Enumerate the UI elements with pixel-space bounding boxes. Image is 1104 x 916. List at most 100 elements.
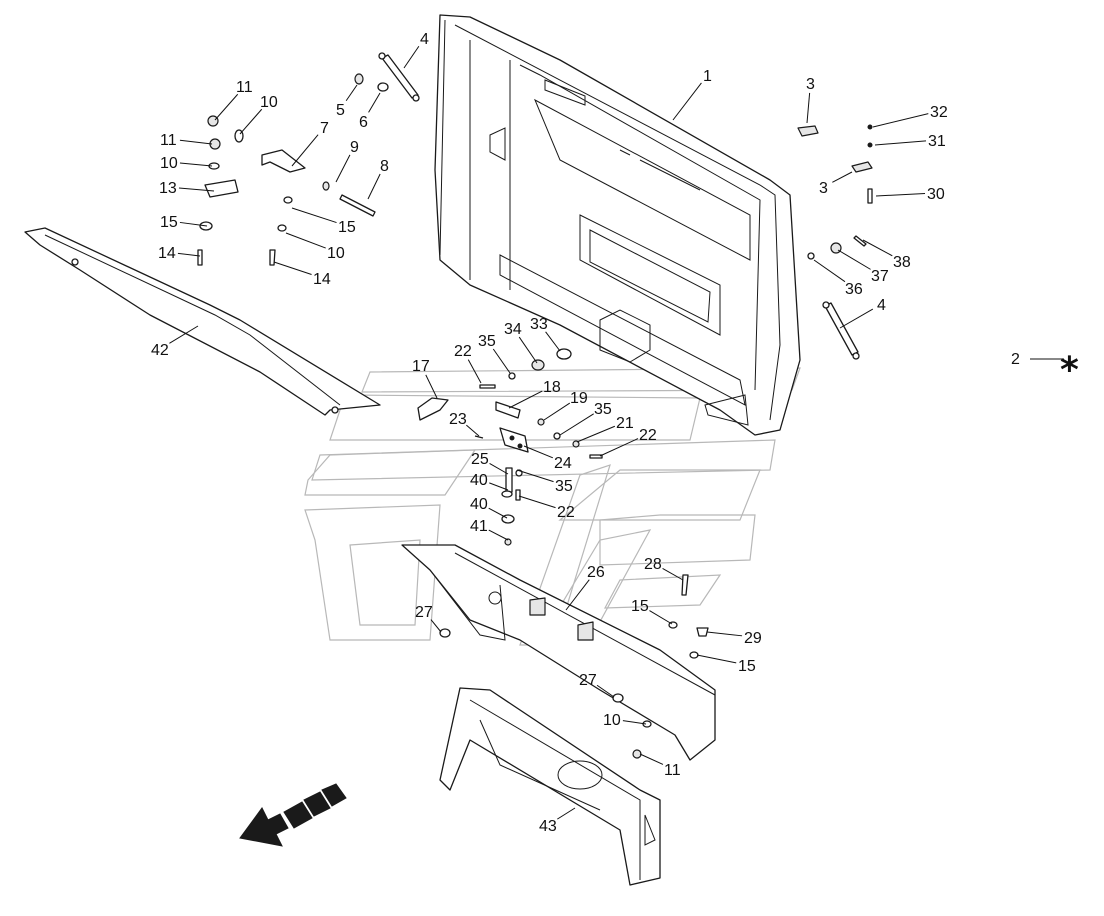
callout-number: 1 bbox=[703, 68, 712, 85]
callout-number: 27 bbox=[415, 604, 433, 621]
callout-c17: 17 bbox=[412, 358, 438, 399]
callout-number: 15 bbox=[631, 598, 649, 615]
callout-number: 24 bbox=[554, 455, 572, 472]
callout-number: 42 bbox=[151, 342, 169, 359]
callout-c27b: 27 bbox=[579, 672, 615, 698]
callout-number: 23 bbox=[449, 411, 467, 428]
callout-c40a: 40 bbox=[470, 472, 509, 491]
callout-c1: 1 bbox=[672, 68, 712, 121]
callout-number: 38 bbox=[893, 254, 911, 271]
leader-line bbox=[837, 249, 871, 270]
callout-c33: 33 bbox=[530, 316, 561, 352]
callout-number: 34 bbox=[504, 321, 522, 338]
gas-strut-lower bbox=[822, 301, 860, 360]
callout-c10c: 10 bbox=[285, 232, 345, 262]
leader-line bbox=[639, 753, 664, 765]
callout-number: 8 bbox=[380, 158, 389, 175]
callout-c28: 28 bbox=[644, 556, 684, 581]
callout-c15c: 15 bbox=[631, 598, 673, 625]
leader-line bbox=[872, 113, 929, 128]
leader-line bbox=[696, 654, 737, 664]
callout-c38: 38 bbox=[862, 239, 911, 271]
callout-number: 10 bbox=[603, 712, 621, 729]
leader-line bbox=[649, 610, 673, 625]
leader-line bbox=[596, 684, 615, 698]
leader-line bbox=[368, 92, 381, 113]
callout-c29: 29 bbox=[706, 630, 762, 647]
callout-c30: 30 bbox=[875, 186, 945, 203]
callout-c4a: 4 bbox=[403, 31, 429, 69]
callout-c35b: 35 bbox=[559, 401, 612, 436]
callout-c42: 42 bbox=[151, 325, 199, 359]
callout-number: 10 bbox=[260, 94, 278, 111]
hinge-bracket-7 bbox=[261, 149, 306, 173]
leader-line bbox=[179, 221, 208, 227]
leader-line bbox=[488, 507, 508, 519]
hood-housing bbox=[434, 14, 801, 436]
callout-number: 4 bbox=[420, 31, 429, 48]
callout-c37: 37 bbox=[837, 249, 889, 285]
callout-number: 35 bbox=[594, 401, 612, 418]
pin-8 bbox=[339, 194, 376, 217]
callout-c19: 19 bbox=[543, 390, 588, 421]
callout-c22a: 22 bbox=[454, 343, 482, 384]
leader-line bbox=[875, 193, 926, 197]
callout-number: 35 bbox=[555, 478, 573, 495]
callout-c13: 13 bbox=[159, 180, 215, 197]
leader-line bbox=[523, 445, 554, 459]
leader-line bbox=[672, 82, 702, 121]
callout-c6: 6 bbox=[359, 92, 381, 131]
callout-c7: 7 bbox=[291, 120, 329, 167]
leader-line bbox=[706, 631, 743, 637]
callout-number: 14 bbox=[313, 271, 331, 288]
callout-number: 11 bbox=[664, 762, 681, 779]
callout-number: 15 bbox=[160, 214, 178, 231]
callout-c11a: 11 bbox=[214, 79, 253, 121]
callout-c22b: 22 bbox=[599, 427, 657, 457]
callout-c5: 5 bbox=[336, 84, 358, 119]
callout-number: 3 bbox=[819, 180, 828, 197]
plate-13 bbox=[204, 179, 239, 198]
callout-number: 32 bbox=[930, 104, 948, 121]
callout-c22c: 22 bbox=[518, 495, 575, 521]
callout-number: 10 bbox=[160, 155, 178, 172]
callout-c24: 24 bbox=[523, 445, 572, 472]
front-bracket bbox=[401, 544, 716, 761]
rubber-mount-34 bbox=[531, 359, 545, 371]
side-bracket bbox=[24, 227, 381, 416]
reference-star: * bbox=[1060, 350, 1079, 391]
callout-number: 28 bbox=[644, 556, 662, 573]
leader-line bbox=[179, 139, 213, 145]
callout-c3a: 3 bbox=[806, 76, 815, 124]
callout-number: 22 bbox=[454, 343, 472, 360]
callout-c15b: 15 bbox=[291, 207, 356, 236]
gas-strut-upper bbox=[378, 52, 420, 102]
callout-c18: 18 bbox=[508, 379, 561, 409]
callout-c27a: 27 bbox=[415, 604, 442, 633]
leader-line bbox=[467, 359, 482, 384]
callout-number: 41 bbox=[470, 518, 488, 535]
callout-number: 13 bbox=[159, 180, 177, 197]
leader-line bbox=[179, 162, 213, 167]
leader-line bbox=[518, 495, 556, 509]
callout-c35c: 35 bbox=[516, 469, 573, 495]
callout-number: 5 bbox=[336, 102, 345, 119]
callout-number: 30 bbox=[927, 186, 945, 203]
leader-line bbox=[291, 134, 319, 167]
callout-number: 22 bbox=[557, 504, 575, 521]
callout-number: 40 bbox=[470, 496, 488, 513]
callout-c8: 8 bbox=[367, 158, 389, 200]
callout-c10d: 10 bbox=[603, 712, 647, 729]
leader-line bbox=[508, 390, 543, 409]
callout-number: 17 bbox=[412, 358, 430, 375]
callout-c35a: 35 bbox=[478, 333, 511, 374]
callout-c3b: 3 bbox=[819, 171, 853, 197]
callout-c36: 36 bbox=[813, 259, 863, 298]
leader-line bbox=[169, 325, 199, 344]
leader-line bbox=[430, 619, 442, 633]
callout-c10a: 10 bbox=[239, 94, 278, 135]
front-direction-arrow bbox=[239, 783, 347, 847]
leader-line bbox=[662, 567, 684, 581]
callout-number: 43 bbox=[539, 818, 557, 835]
